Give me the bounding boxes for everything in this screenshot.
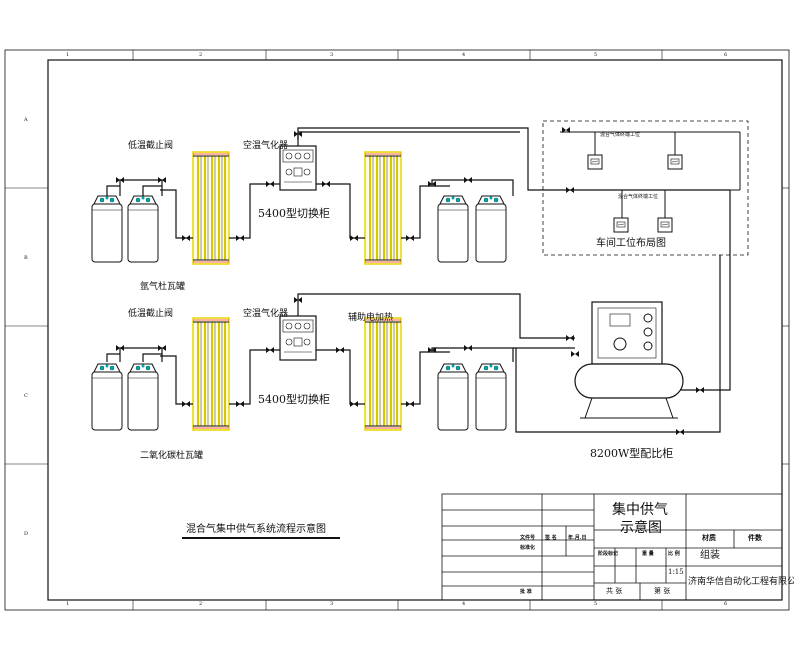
- title-block-sheet: 第 张: [654, 587, 671, 595]
- cabinet-label-top: 5400型切换柜: [258, 207, 330, 220]
- title-block-ratio: 比 例: [668, 551, 680, 557]
- col-mark-3-bottom: 3: [330, 601, 334, 607]
- vaporizer-label-bottom: 空温气化器: [243, 309, 289, 319]
- col-mark-6-bottom: 6: [724, 601, 728, 607]
- title-block-scale: 1:15: [668, 568, 684, 576]
- title-block-std: 标准化: [520, 545, 536, 551]
- col-mark-5: 5: [594, 52, 598, 58]
- title-block-file-no: 文件号: [520, 535, 536, 541]
- col-mark-4: 4: [462, 52, 466, 58]
- col-mark-5-bottom: 5: [594, 601, 598, 607]
- workshop-layout-label: 车间工位布局图: [596, 238, 666, 249]
- row-mark-b: B: [24, 255, 28, 261]
- title-block-material: 材质: [702, 533, 716, 542]
- valve-label-bottom: 低温截止阀: [128, 309, 174, 319]
- title-block-date: 年.月.日: [568, 535, 587, 541]
- valve-label-top: 低温截止阀: [128, 141, 174, 151]
- col-mark-2: 2: [199, 52, 203, 58]
- title-block-part: 件数: [748, 533, 762, 542]
- title-block-approve: 批 准: [520, 589, 532, 595]
- cabinet-label-bottom: 5400型切换柜: [258, 393, 330, 406]
- title-block-total: 共 张: [606, 587, 623, 595]
- title-block: [441, 493, 783, 601]
- title-block-stage: 阶段标记: [598, 551, 619, 557]
- row-mark-a: A: [24, 117, 28, 123]
- row-mark-d: D: [24, 531, 29, 537]
- ratio-cabinet-unit: [574, 301, 684, 419]
- title-block-title-1: 集中供气: [612, 502, 668, 518]
- ratio-cabinet-label: 8200W型配比柜: [590, 447, 674, 460]
- col-mark-6: 6: [724, 52, 728, 58]
- title-block-sign: 签 名: [545, 535, 557, 541]
- heater-label: 辅助电加热: [348, 313, 394, 323]
- title-block-title-2: 示意图: [620, 520, 662, 536]
- drawing-title: 混合气集中供气系统流程示意图: [186, 524, 326, 535]
- row-mark-c: C: [24, 393, 28, 399]
- title-block-assembly: 组装: [700, 550, 720, 561]
- title-block-weight: 重 量: [642, 551, 654, 557]
- col-mark-3: 3: [330, 52, 334, 58]
- col-mark-1: 1: [66, 52, 70, 58]
- co2-tank-label: 二氧化碳杜瓦罐: [140, 451, 204, 461]
- terminal-label-2: 混合气体终端工位: [618, 194, 659, 200]
- terminal-label-1: 混合气体终端工位: [600, 132, 641, 138]
- vaporizer-label-top: 空温气化器: [243, 141, 289, 151]
- col-mark-1-bottom: 1: [66, 601, 70, 607]
- col-mark-2-bottom: 2: [199, 601, 203, 607]
- bottom-system: [91, 190, 731, 435]
- workshop-layout-box: [542, 120, 749, 256]
- argon-tank-label: 氩气杜瓦罐: [140, 282, 186, 292]
- col-mark-4-bottom: 4: [462, 601, 466, 607]
- title-block-company: 济南华信自动化工程有限公司: [688, 577, 794, 587]
